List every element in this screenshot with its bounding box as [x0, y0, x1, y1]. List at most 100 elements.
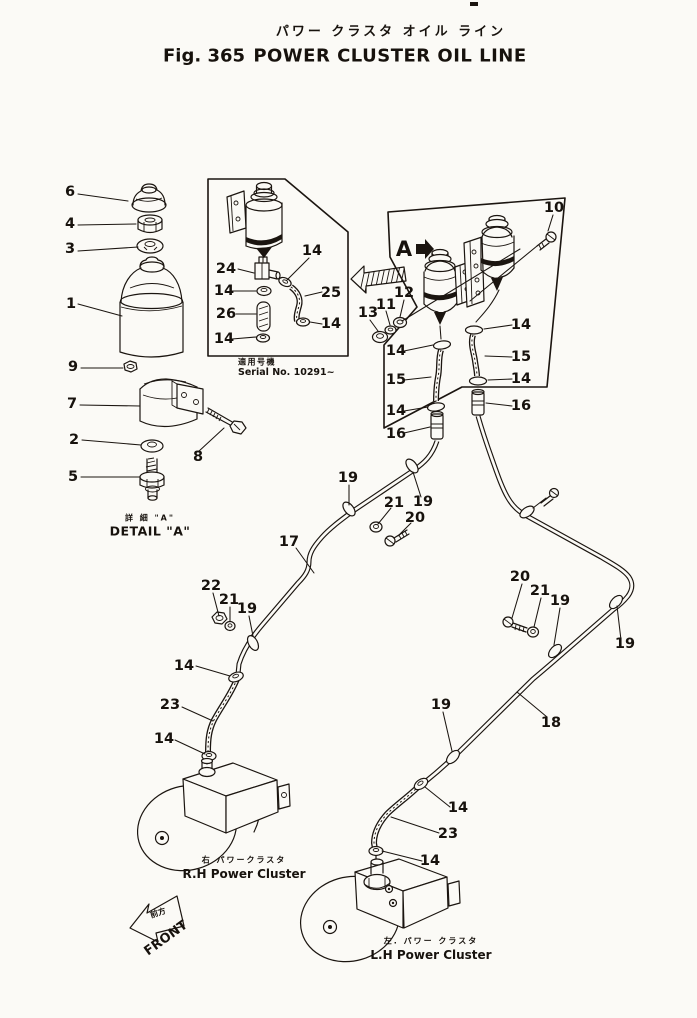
callout-3: 3 — [65, 241, 75, 257]
tank-clamp-part — [139, 378, 204, 428]
washer2-part — [140, 439, 164, 453]
inset-box: 適用号機 Serial No. 10291~ — [207, 178, 349, 378]
clamp-14-right-bottom — [468, 376, 488, 386]
inset-clamp-14c — [278, 276, 292, 288]
clamps-and-fittings — [201, 325, 624, 857]
connector-16-right — [471, 388, 485, 416]
rh-cluster-caption-english: R.H Power Cluster — [183, 867, 306, 881]
callout-25: 25 — [321, 285, 341, 301]
inset-fitting-14b — [255, 333, 271, 343]
callout-5: 5 — [68, 469, 78, 485]
callout-26: 26 — [216, 306, 236, 322]
callout-14: 14 — [511, 317, 531, 333]
bolt20-washer21-right — [502, 616, 540, 638]
callout-21: 21 — [384, 495, 404, 511]
callout-19: 19 — [338, 470, 358, 486]
inset-fitting-14b-hole — [259, 335, 267, 339]
callout-13: 13 — [358, 305, 378, 321]
clamp-14-right-top — [464, 325, 484, 335]
inset-clamp-14c-hole — [282, 279, 289, 284]
detail-a-assembly — [119, 183, 247, 501]
callout-14: 14 — [386, 343, 406, 359]
nut-part — [137, 214, 163, 234]
callout-7: 7 — [67, 396, 77, 412]
callout-21: 21 — [530, 583, 550, 599]
callout-8: 8 — [193, 449, 203, 465]
figure-title-japanese: パワー クラスタ オイル ライン — [276, 25, 506, 40]
inset-fitting-14a — [256, 285, 272, 297]
callout-14: 14 — [511, 371, 531, 387]
bolt-pipe18-bend — [540, 487, 560, 507]
lh-cluster-caption-japanese: 左. パワー クラスタ — [383, 936, 478, 946]
callout-17: 17 — [279, 534, 299, 550]
breather-cap-part — [131, 183, 167, 213]
callout-16: 16 — [386, 426, 406, 442]
front-caption-japanese: 前方 — [149, 905, 167, 919]
lh-cluster-caption-english: L.H Power Cluster — [370, 948, 491, 962]
callout-14: 14 — [302, 243, 322, 259]
oil-tank-part — [119, 256, 184, 358]
view-direction-arrow-icon — [350, 265, 407, 294]
callout-18: 18 — [541, 715, 561, 731]
serial-note-japanese: 適用号機 — [238, 357, 276, 367]
connector-16-left — [430, 410, 444, 440]
callout-15: 15 — [511, 349, 531, 365]
callout-14: 14 — [420, 853, 440, 869]
valve-part — [254, 256, 281, 280]
mounting-panel: A — [350, 197, 566, 429]
fitting-14-hose23R-bottom — [368, 845, 384, 857]
bolt8-part — [205, 407, 247, 435]
rh-cluster-caption-japanese: 右 パワークラスタ — [201, 855, 287, 865]
bolt10-part — [536, 231, 557, 251]
clamp-19-pipe18-upper — [608, 594, 624, 610]
figure-title-english: POWER CLUSTER OIL LINE — [253, 46, 526, 67]
washer-part — [136, 238, 164, 254]
figure-header: パワー クラスタ オイル ライン Fig. 365 POWER CLUSTER … — [163, 25, 526, 67]
inset-tube-26 — [256, 301, 271, 332]
inset-cluster-part — [226, 181, 283, 258]
clamp-14-left-bottom — [426, 402, 446, 412]
lh-power-cluster: 左. パワー クラスタ L.H Power Cluster — [299, 858, 492, 963]
scan-artifact — [470, 2, 478, 6]
detail-a-caption-japanese: 詳 細 "A" — [125, 513, 175, 523]
callout-23: 23 — [160, 697, 180, 713]
callout-14: 14 — [214, 331, 234, 347]
callout-9: 9 — [68, 359, 78, 375]
callout-11: 11 — [376, 297, 396, 313]
fitting-14-hose23R-top — [413, 777, 429, 791]
view-a-letter: A — [396, 237, 413, 261]
callout-layer: 6431972582414261414251410121113141514161… — [65, 184, 635, 869]
detail-a-caption-english: DETAIL "A" — [110, 524, 191, 539]
callout-14: 14 — [214, 283, 234, 299]
callout-2: 2 — [69, 432, 79, 448]
callout-23: 23 — [438, 826, 458, 842]
callout-19: 19 — [237, 601, 257, 617]
view-a-arrow-icon — [416, 239, 434, 259]
callout-22: 22 — [201, 578, 221, 594]
callout-20: 20 — [405, 510, 425, 526]
callout-19: 19 — [615, 636, 635, 652]
callout-24: 24 — [216, 261, 236, 277]
callout-12: 12 — [394, 285, 414, 301]
nut22-washer21-left — [211, 611, 236, 632]
callout-1: 1 — [66, 296, 76, 312]
callout-4: 4 — [65, 216, 75, 232]
callout-21: 21 — [219, 592, 239, 608]
callout-10: 10 — [544, 200, 564, 216]
clamp-nut-part — [123, 360, 138, 373]
fitting-14-hose23L-top — [228, 671, 244, 683]
figure-number: Fig. 365 — [163, 46, 245, 67]
oil-lines — [205, 334, 635, 865]
clamp-14-left-top — [432, 340, 452, 350]
callout-15: 15 — [386, 372, 406, 388]
callout-14: 14 — [386, 403, 406, 419]
rh-power-cluster: 右 パワークラスタ R.H Power Cluster — [136, 757, 306, 881]
callout-14: 14 — [174, 658, 194, 674]
callout-16: 16 — [511, 398, 531, 414]
clamp-19-pipe17-lower — [246, 635, 260, 651]
reservoir-front — [423, 248, 475, 325]
callout-20: 20 — [510, 569, 530, 585]
callout-14: 14 — [448, 800, 468, 816]
